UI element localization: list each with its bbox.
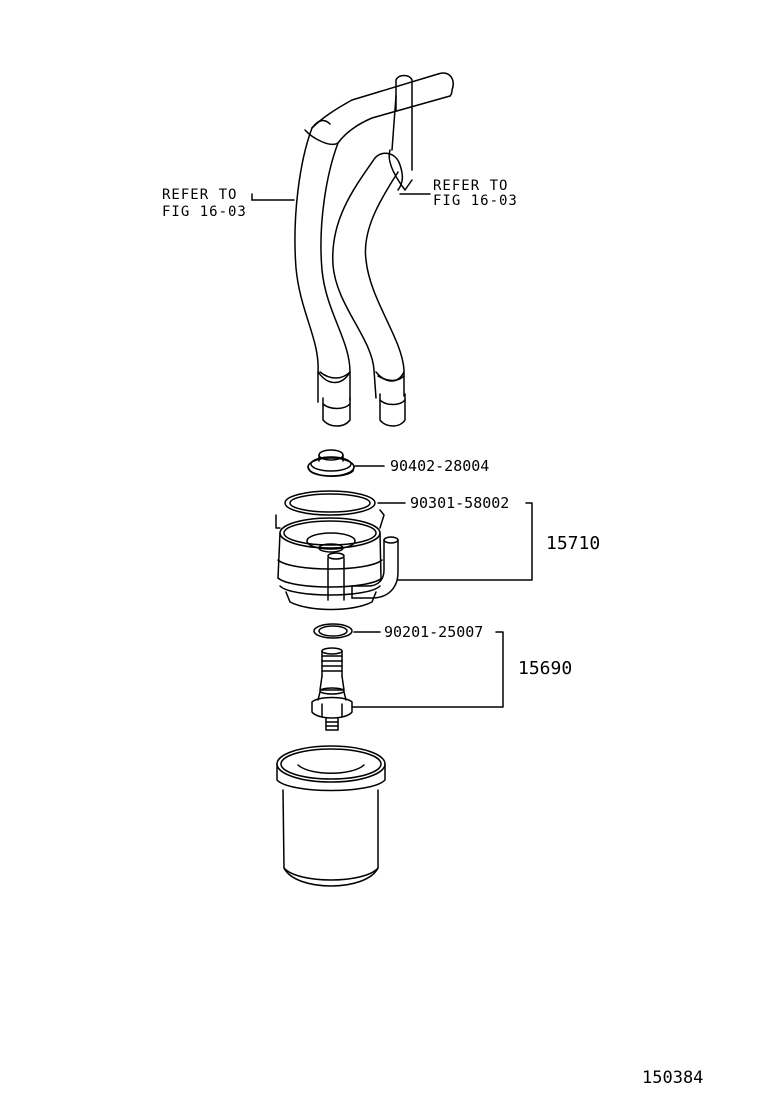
part-number-drain-plug: 90402-28004 [390, 457, 489, 475]
o-ring [284, 490, 376, 516]
reference-right-line1: REFER TO [433, 178, 508, 194]
leader-union-bolt-group [351, 631, 504, 708]
reference-leaders [251, 193, 431, 201]
union-bolt [311, 647, 353, 731]
reference-right-line2: FIG 16-03 [433, 193, 518, 209]
group-number-union-bolt: 15690 [518, 658, 572, 679]
reference-left-line1: REFER TO [162, 187, 237, 203]
group-number-oil-cooler: 15710 [546, 533, 600, 554]
part-number-o-ring: 90301-58002 [410, 494, 509, 512]
oil-cooler [275, 509, 399, 611]
drain-plug [307, 449, 355, 477]
figure-code: 150384 [642, 1068, 703, 1088]
part-number-gasket: 90201-25007 [384, 623, 483, 641]
reference-left-line2: FIG 16-03 [162, 204, 247, 220]
upper-hose-bend [304, 72, 454, 191]
oil-filter [276, 745, 386, 887]
gasket [313, 623, 353, 639]
leader-oil-cooler-group [397, 502, 533, 581]
hose-left [294, 127, 351, 427]
hose-right [332, 157, 406, 427]
